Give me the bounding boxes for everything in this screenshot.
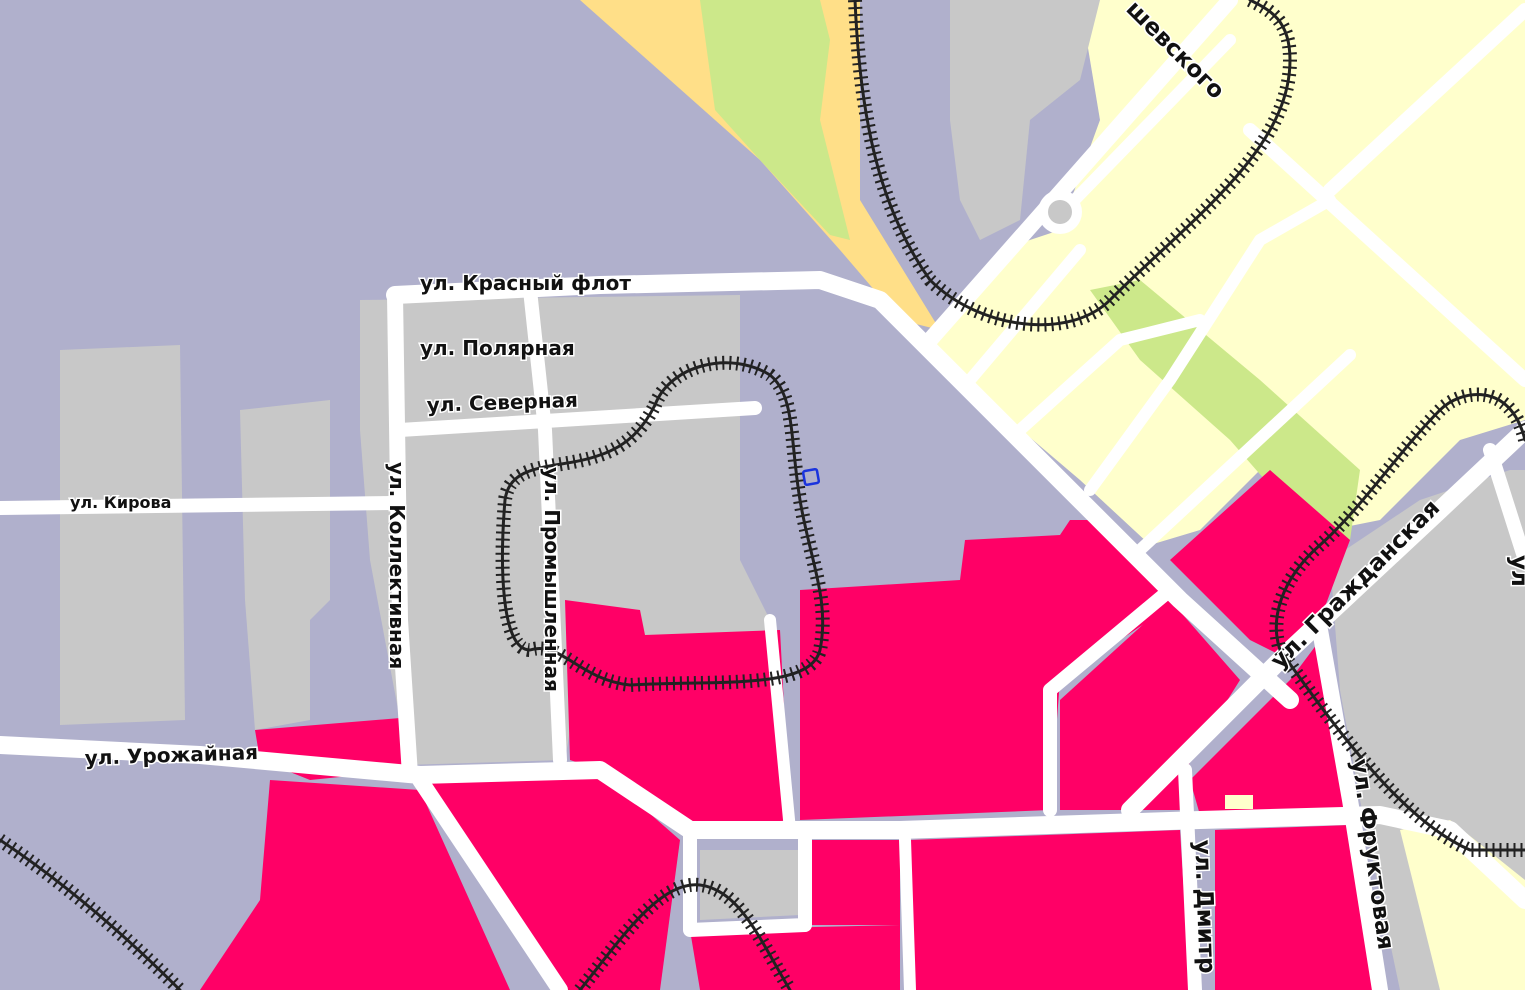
road-ne-4[interactable] [964,244,1086,386]
road-fruktovaya[interactable] [1312,622,1388,990]
road-promyshlennaya[interactable] [523,283,567,767]
label-kollektivnaya: ул. Коллективная [385,462,409,669]
road-severnaya[interactable] [393,401,762,437]
railway-south-loop-ties [574,877,797,990]
road-dmitr[interactable] [1178,763,1202,990]
residential-block-c [430,770,680,990]
label-edge-ul: ул [1506,555,1525,587]
railway-central-loop-ties [495,355,830,692]
road-service[interactable] [764,614,796,836]
residential-block-k [690,925,900,990]
road-ne-1[interactable] [922,0,1238,348]
road-southwest[interactable] [412,772,568,990]
road-south-1[interactable] [899,834,916,990]
road-ne-2[interactable] [1243,123,1525,387]
road-ne-3[interactable] [1323,3,1525,197]
road-ne-7[interactable] [1134,349,1356,556]
railway-southwest-ties [0,834,185,990]
commercial-block-west1 [60,345,185,725]
road-krasny-flot[interactable] [386,271,1299,709]
road-ne-8[interactable] [1054,34,1236,221]
label-krasny-flot: ул. Красный флот [420,271,631,295]
residential-block-b [200,780,510,990]
residential-block-f [1170,470,1350,660]
railway-north-loop-ties [848,0,1297,332]
label-polyarnaya: ул. Полярная [420,336,575,360]
sand-area [580,0,940,330]
label-dmitr: ул. Дмитр [1189,839,1220,974]
road-east-edge[interactable] [1483,443,1525,567]
residential-area-northeast [930,0,1525,545]
residential-block-e [800,520,1180,820]
residential-block-j [1215,825,1380,990]
commercial-block-north [950,0,1100,240]
commercial-block-south [700,850,800,920]
residential-block-l [800,840,900,925]
road-kollektivnaya[interactable] [387,287,418,783]
label-kirova: ул. Кирова [70,493,171,512]
residential-block-d [565,600,790,830]
park-area-east [1090,280,1360,540]
road-triangle[interactable] [1043,583,1177,817]
small-building [1225,795,1253,809]
roundabout-center [1048,200,1072,224]
road-kirova[interactable] [0,496,402,515]
commercial-block-west2 [240,400,330,730]
road-ne-6[interactable] [1084,194,1336,496]
road-grazhdanskaya[interactable] [1121,421,1525,819]
park-area-north [700,0,850,240]
residential-block-g [1060,600,1240,810]
label-promyshlennaya: ул. Промышленная [540,467,564,692]
railway-east-loop-ties [1269,387,1525,857]
road-ne-5[interactable] [1014,314,1206,436]
location-marker-icon[interactable] [801,467,821,487]
residential-block-i [910,830,1190,990]
